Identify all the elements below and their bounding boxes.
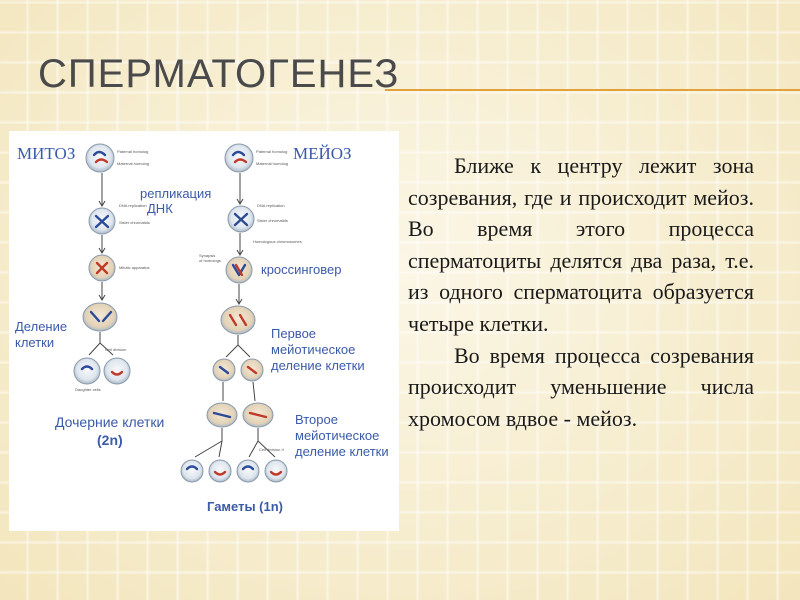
svg-text:Sister chromatids: Sister chromatids xyxy=(119,220,150,225)
mitosis-arrows xyxy=(88,173,114,356)
svg-text:Maternal homolog: Maternal homolog xyxy=(256,161,288,166)
svg-text:Cell division: Cell division xyxy=(105,347,126,352)
second-division-label-line2: мейотическое xyxy=(295,428,379,443)
replication-label-line2: ДНК xyxy=(147,201,173,216)
meiosis-arrows xyxy=(194,173,276,458)
first-division-label-line2: мейотическое xyxy=(271,342,355,357)
svg-text:DNA replication: DNA replication xyxy=(119,203,147,208)
daughter-cells-label-line2: (2n) xyxy=(97,432,123,448)
svg-text:Maternal homolog: Maternal homolog xyxy=(117,161,149,166)
daughter-cells-label-line1: Дочерние клетки xyxy=(55,414,164,430)
svg-text:of homologs: of homologs xyxy=(199,258,221,263)
svg-text:Paternal homolog: Paternal homolog xyxy=(117,149,148,154)
meiosis-chromosomes xyxy=(185,150,283,476)
replication-label-line1: репликация xyxy=(140,186,211,201)
svg-text:Mitotic apparatus: Mitotic apparatus xyxy=(119,265,149,270)
svg-text:DNA replication: DNA replication xyxy=(257,203,285,208)
second-division-label-line3: деление клетки xyxy=(295,444,389,459)
slide-title: СПЕРМАТОГЕНЕЗ xyxy=(38,52,400,96)
svg-text:Paternal homolog: Paternal homolog xyxy=(256,149,287,154)
svg-text:Cell division II: Cell division II xyxy=(259,447,284,452)
gametes-label: Гаметы (1n) xyxy=(207,499,283,514)
slide-body-text: Ближе к центру лежит зона созревания, гд… xyxy=(408,150,754,434)
svg-text:Sister chromatids: Sister chromatids xyxy=(257,218,288,223)
second-division-label-line1: Второе xyxy=(295,412,338,427)
paragraph-1: Ближе к центру лежит зона созревания, гд… xyxy=(408,153,754,336)
meiosis-heading: МЕЙОЗ xyxy=(293,144,352,163)
svg-text:Daughter cells: Daughter cells xyxy=(75,387,101,392)
first-division-label-line3: деление клетки xyxy=(271,358,365,373)
svg-text:Homologous chromosomes: Homologous chromosomes xyxy=(253,239,302,244)
mitosis-chromosomes xyxy=(80,150,124,376)
svg-text:Synapsis: Synapsis xyxy=(199,253,215,258)
mitosis-heading: МИТОЗ xyxy=(17,144,75,163)
paragraph-2: Во время процесса созревания происходит … xyxy=(408,342,754,431)
first-division-label-line1: Первое xyxy=(271,326,316,341)
cell-division-label-line1: Деление xyxy=(15,319,67,334)
cell-division-label-line2: клетки xyxy=(15,335,54,350)
crossover-label: кроссинговер xyxy=(261,262,342,277)
title-underline xyxy=(385,89,800,91)
